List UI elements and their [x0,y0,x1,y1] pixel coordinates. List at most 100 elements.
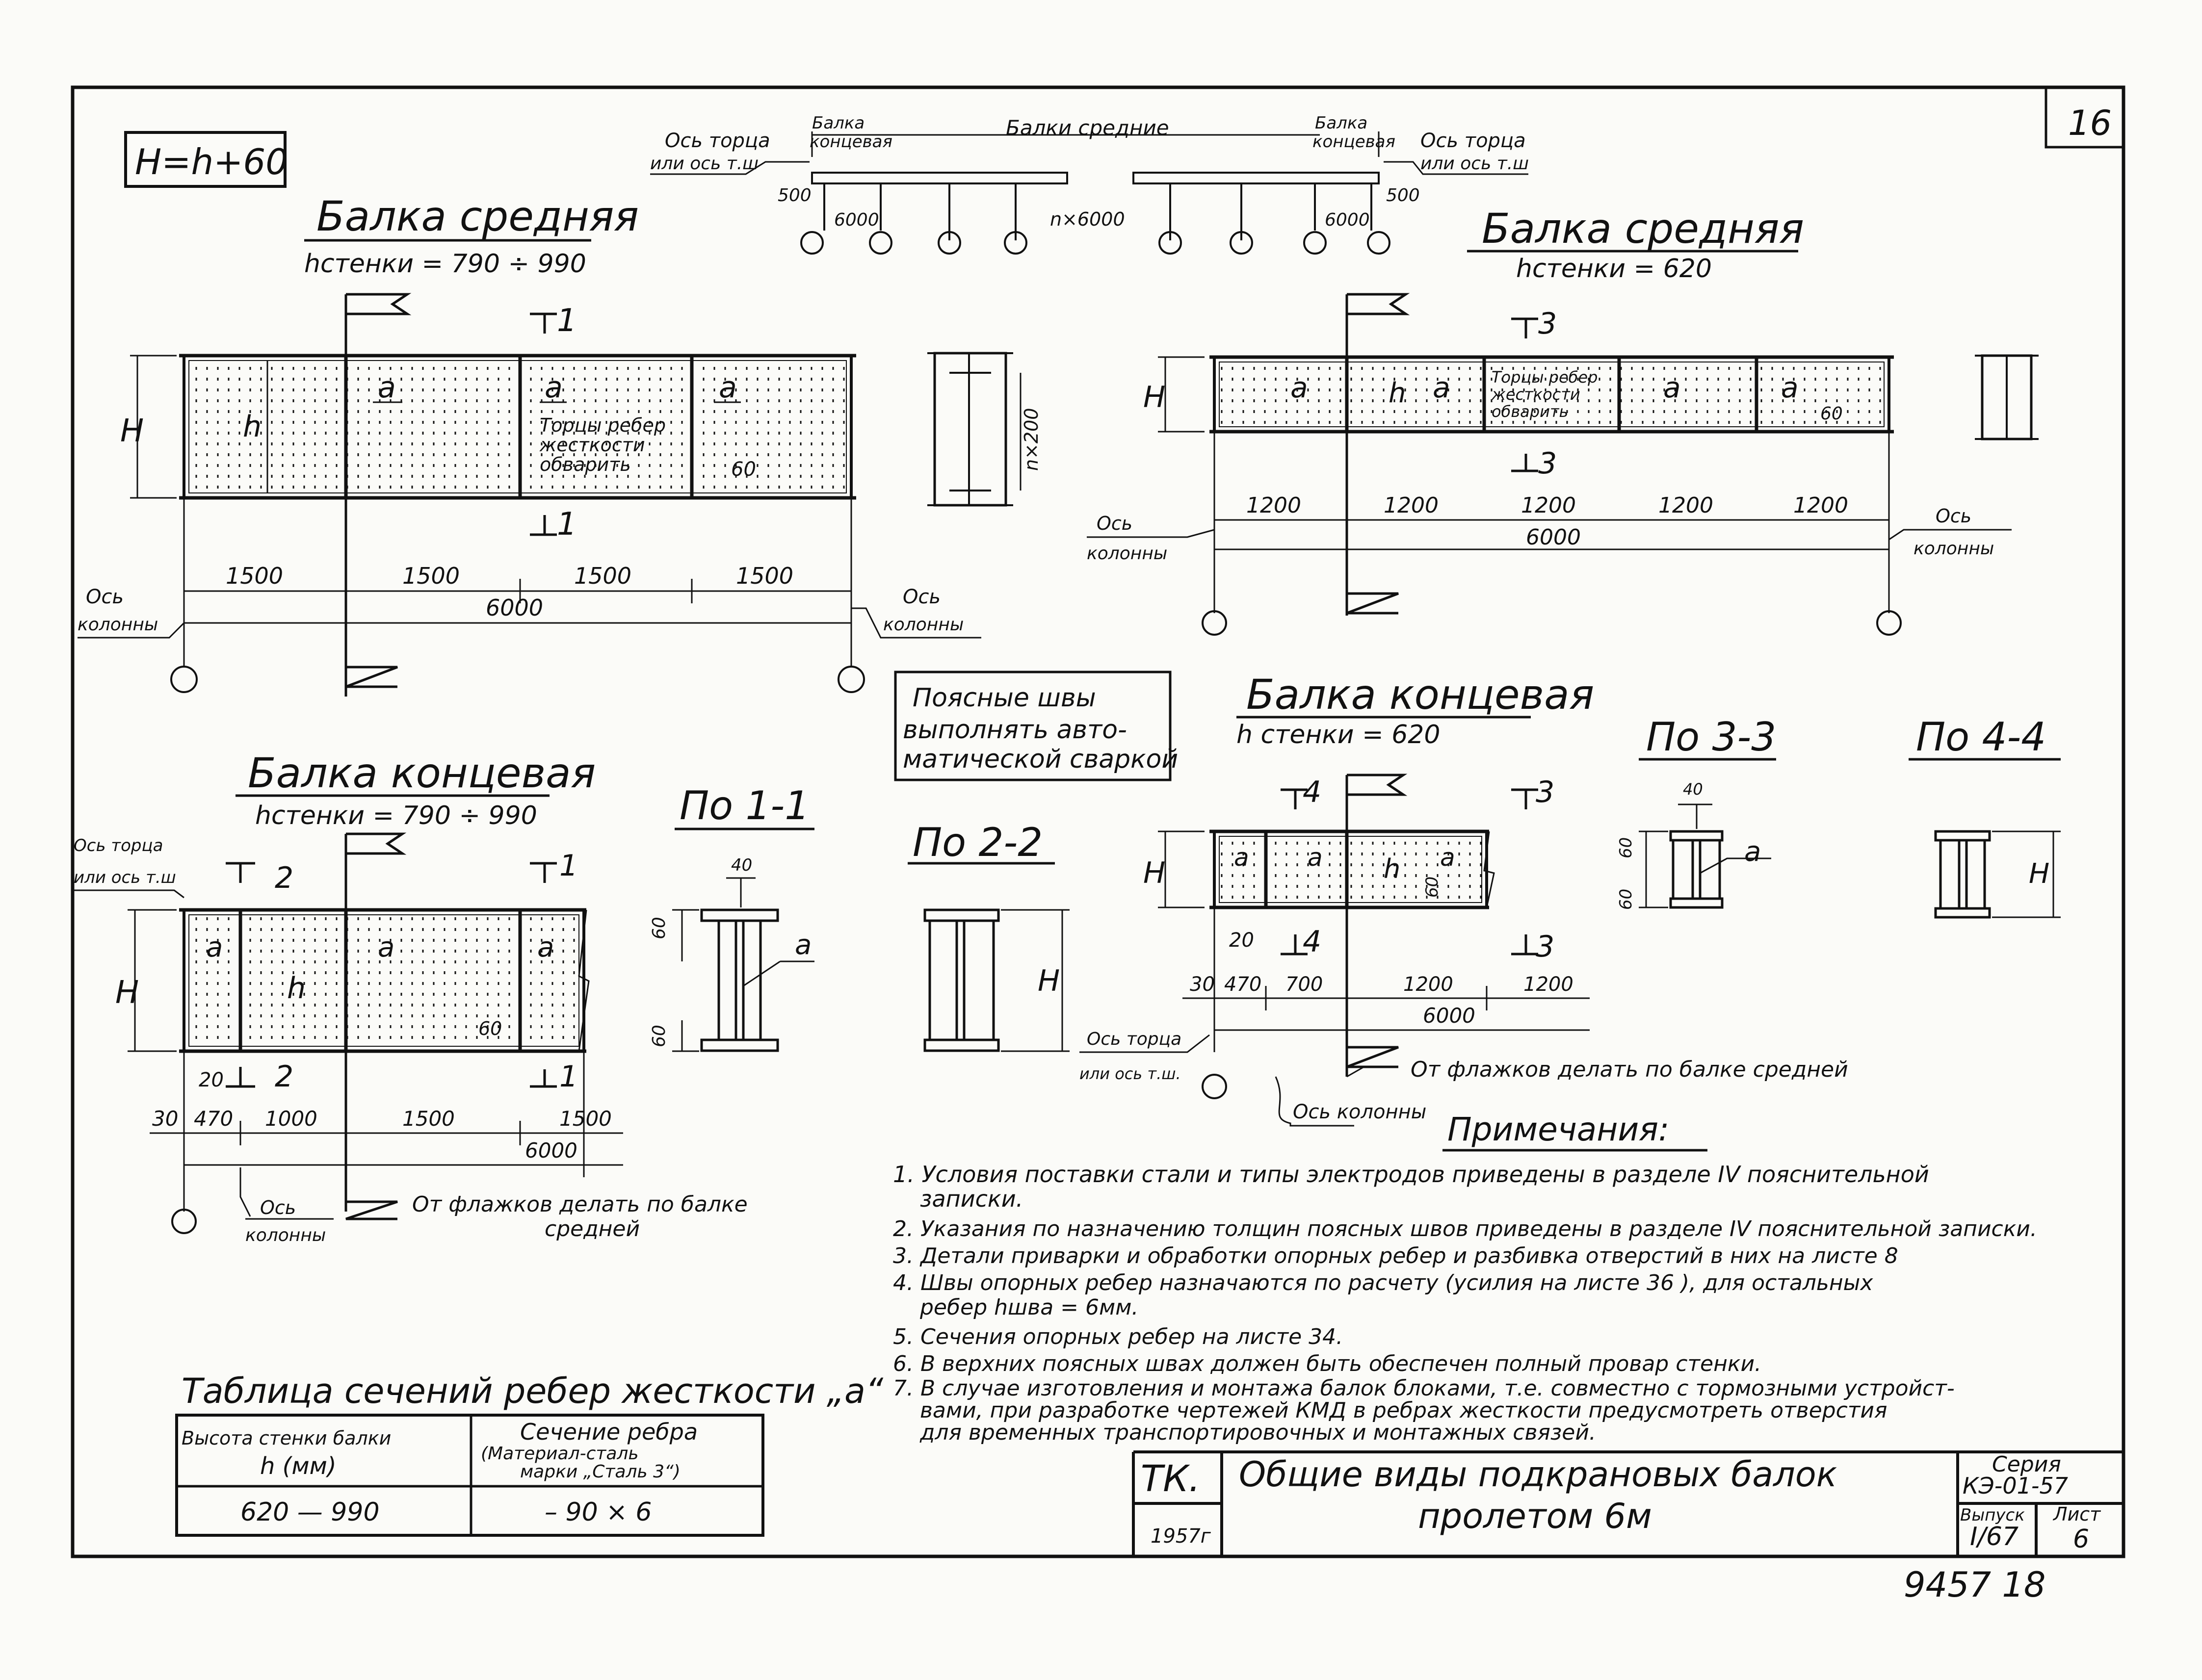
mid-large-note-l2: жесткости [539,434,645,456]
scheme-dim-6000-right: 6000 [1325,210,1370,230]
mid-large-dim60: 60 [731,458,756,481]
tb-issue-label: Выпуск [1960,1505,2025,1525]
note-line-6: ребер hшва = 6мм. [919,1295,1138,1320]
scheme-dim-500-left: 500 [778,185,812,206]
note-line-3: 2. Указания по назначению толщин поясных… [893,1216,2037,1241]
end-beam-left-l1: Балка [812,113,865,133]
end-large-dim-2: 470 [194,1107,233,1131]
end-small-dim20: 20 [1229,929,1254,952]
rib-table-h2-l1: Сечение ребра [520,1419,698,1445]
mid-large-a1: a [378,370,396,405]
mid-large-note-l1: Торцы ребер [540,414,666,436]
mid-large-h: h [243,410,262,444]
scheme-axis-left-l1: Ось торца [665,129,770,152]
note-line-10: вами, при разработке чертежей КМД в ребр… [920,1398,1887,1423]
view-middle-beam-small: Балка средняя hстенки = 620 3 3 H h a a … [1087,205,2039,636]
note-line-8: 6. В верхних поясных швах должен быть об… [893,1351,1761,1376]
mid-small-a1: a [1290,371,1308,404]
end-large-cut-2-bottom: 2 [275,1060,293,1094]
mid-small-h: h [1389,377,1406,409]
sheet-frame [71,85,2125,1558]
sec33-t: 60 [1616,837,1636,858]
end-large-dim-5: 1500 [559,1107,612,1131]
end-small-a1: a [1234,843,1249,872]
welds-note-box: Поясные швы выполнять авто- матической с… [894,671,1178,781]
tb-title-l2: пролетом 6м [1418,1496,1652,1536]
end-beam-right-l2: концевая [1312,132,1395,152]
end-large-axis-top-l1: Ось торца [74,836,163,855]
mid-small-axis-right-l1: Ось [1936,505,1971,527]
notes-title: Примечания: [1447,1111,1669,1148]
tb-title-l1: Общие виды подкрановых балок [1239,1454,1837,1495]
end-small-total: 6000 [1423,1004,1475,1028]
formula-box: H=h+60 [124,131,288,188]
end-small-h: h [1384,853,1400,884]
end-large-total: 6000 [525,1138,577,1163]
mid-small-axis-right-l2: колонны [1914,539,1994,559]
note-line-5: 4. Швы опорных ребер назначаются по расч… [893,1270,1873,1295]
end-large-dim20: 20 [199,1069,224,1091]
mid-small-axis-left-l2: колонны [1087,543,1167,564]
end-small-cut-4-bottom: 4 [1303,925,1321,959]
welds-note-l2: выполнять авто- [903,715,1127,745]
mid-small-cut-top: 3 [1538,307,1557,341]
sheet-number-box: 16 [2045,87,2123,149]
mid-small-dim-1: 1200 [1246,493,1301,518]
mid-large-axis-right-l2: колонны [883,615,964,635]
rib-table-r1-c2: – 90 × 6 [545,1498,652,1527]
end-large-cut-1-top: 1 [559,849,578,883]
end-small-axis-top-l1: Ось торца [1087,1029,1181,1049]
mid-large-cut-bottom: 1 [557,506,577,543]
rib-table-h1-l2: h (мм) [260,1452,337,1480]
end-large-a1: a [206,931,223,963]
end-large-title: Балка концевая [248,749,596,797]
end-large-axis-bottom-l2: колонны [245,1225,326,1245]
end-small-cut-3-top: 3 [1536,775,1554,809]
end-large-flag-note-l1: От флажков делать по балке [412,1192,748,1217]
mid-small-note-l2: жесткости [1491,385,1580,404]
middle-beams-label: Балки средние [1006,116,1169,140]
mid-small-H: H [1143,380,1165,414]
rib-table-title: Таблица сечений ребер жесткости „a“ [182,1371,884,1411]
layout-scheme: Балка концевая Балки средние Балка конце… [650,113,1529,255]
end-small-cut-4-top: 4 [1303,775,1321,809]
end-small-dim-5: 1200 [1523,973,1573,996]
section-1-1: По 1-1 40 60 60 a [649,783,814,1052]
mid-small-dim-3: 1200 [1521,493,1576,518]
mid-small-a3: a [1663,371,1681,404]
end-small-cut-3-bottom: 3 [1536,930,1554,964]
end-small-H: H [1143,856,1165,890]
section-4-4: По 4-4 H [1909,714,2061,919]
end-large-dim-4: 1500 [402,1107,455,1131]
sec22-title: По 2-2 [913,820,1043,865]
mid-small-subtitle: hстенки = 620 [1516,254,1712,284]
sec11-b: 60 [649,1025,669,1047]
end-small-title: Балка концевая [1246,671,1594,719]
mid-small-total: 6000 [1526,525,1581,550]
tb-year: 1957г [1151,1525,1211,1548]
mid-large-dim-2: 1500 [402,563,460,589]
sec44-title: По 4-4 [1916,714,2046,760]
end-large-axis-top-l2: или ось т.ш [74,868,176,887]
sec11-t: 60 [649,917,669,939]
end-small-a2: a [1308,843,1323,872]
sec11-w: 40 [731,855,752,875]
tb-sheet-label: Лист [2052,1503,2101,1525]
sheet-number: 16 [2068,103,2112,143]
mid-large-axis-left-l1: Ось [86,586,124,608]
end-small-axis-top-l2: или ось т.ш. [1079,1064,1181,1083]
sec33-title: По 3-3 [1646,714,1776,760]
sec33-w: 40 [1683,780,1703,799]
mid-small-axis-left-l1: Ось [1097,513,1132,534]
end-small-flag-note: От флажков делать по балке средней [1411,1057,1848,1082]
mid-large-title: Балка средняя [316,192,639,240]
scheme-axis-right-l2: или ось т.ш [1420,154,1529,174]
scheme-axis-right-l1: Ось торца [1420,129,1526,152]
mid-large-end-dim: n×200 [1021,408,1042,471]
tb-issue-value: I/67 [1970,1522,2018,1551]
section-2-2: По 2-2 H [908,820,1070,1052]
end-small-subtitle: h стенки = 620 [1236,720,1440,750]
sec33-rib: a [1744,836,1761,868]
view-middle-beam-large: Балка средняя hстенки = 790 ÷ 990 1 1 H … [78,192,1042,697]
mid-small-title: Балка средняя [1482,205,1804,253]
